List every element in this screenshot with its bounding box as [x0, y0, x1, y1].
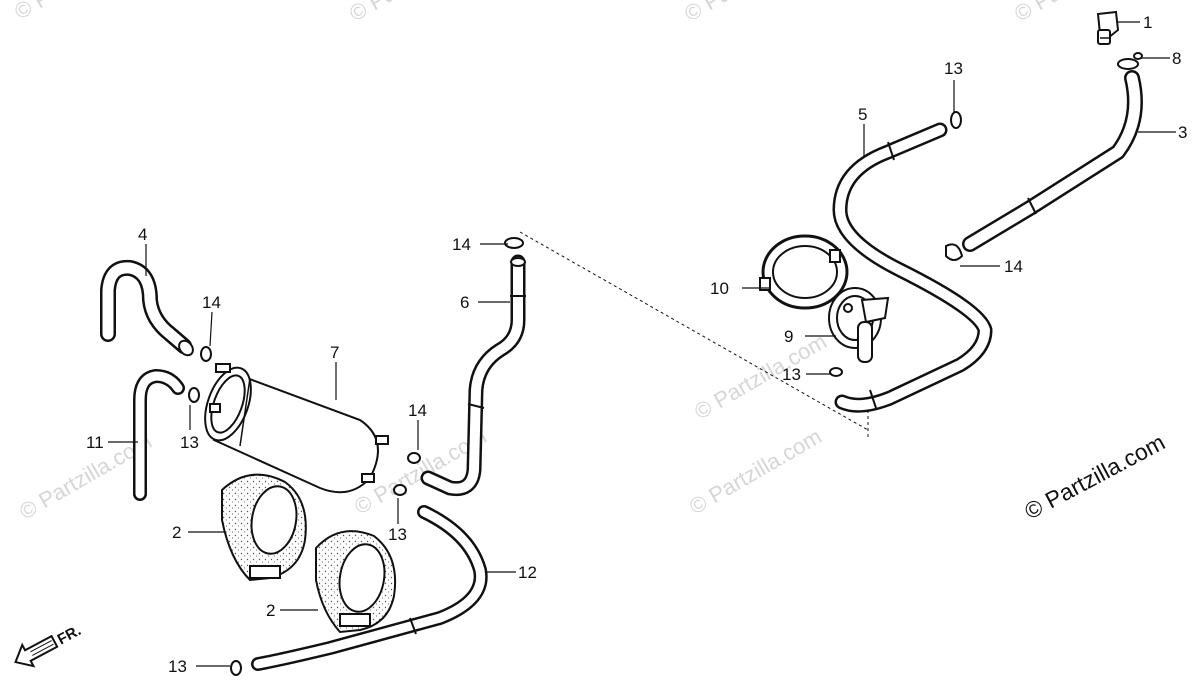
callout-14: 14	[452, 235, 471, 254]
callout-12: 12	[518, 563, 537, 582]
filter-canister-part-7	[204, 363, 389, 494]
callout-13: 13	[168, 657, 187, 676]
hose-part-4	[100, 259, 194, 357]
clip-part-14	[200, 346, 212, 362]
front-direction-indicator: FR.	[14, 622, 84, 668]
fitting-part-1	[1096, 10, 1120, 45]
clip-part-13	[829, 111, 962, 377]
callout-14: 14	[1004, 257, 1023, 276]
callout-13: 13	[388, 525, 407, 544]
callout-11: 11	[86, 433, 104, 452]
mounting-band-part-2	[315, 530, 397, 634]
callout-13: 13	[782, 365, 801, 384]
hose-part-6	[420, 254, 526, 497]
hose-part-5	[832, 122, 993, 413]
callout-2: 2	[266, 601, 275, 620]
guide-line	[519, 231, 869, 431]
callout-4: 4	[138, 225, 147, 244]
watermark-text: © Partzilla.com	[345, 0, 486, 26]
hose-part-11	[133, 369, 185, 501]
clip-part-14	[504, 237, 524, 249]
callout-13: 13	[944, 59, 963, 78]
clip-part-13	[393, 484, 407, 496]
clip-part-8	[1117, 52, 1143, 70]
watermark-text: © Partzilla.com	[685, 424, 826, 520]
callout-3: 3	[1178, 123, 1187, 142]
copyright-text: © Partzilla.com	[1020, 429, 1169, 525]
mounting-band-part-2	[221, 473, 307, 582]
callout-10: 10	[710, 279, 729, 298]
valve-part-9	[828, 287, 890, 363]
callout-6: 6	[460, 293, 469, 312]
direction-label: FR.	[55, 622, 84, 648]
callout-14: 14	[202, 293, 221, 312]
callout-1: 1	[1143, 13, 1152, 32]
leader-lines	[108, 21, 1176, 667]
clip-part-14	[945, 243, 964, 261]
watermark-text: © Partzilla.com	[690, 329, 831, 425]
watermark-text: © Partzilla.com	[10, 0, 151, 24]
arrow-left-icon	[14, 634, 59, 668]
clip-part-14	[407, 452, 421, 464]
callout-7: 7	[330, 343, 339, 362]
callout-14: 14	[408, 401, 427, 420]
hose-part-12	[251, 505, 488, 671]
clip-part-13	[188, 387, 200, 403]
clip-part-13	[230, 660, 242, 676]
clamp-ring-part-10	[759, 234, 849, 310]
watermark-text: © Partzilla.com	[680, 0, 821, 26]
callout-labels: 1 8 3 13 5 14 10 9 13 14 6 4 14 7 14 13 …	[86, 13, 1187, 676]
callout-2: 2	[172, 523, 181, 542]
hose-part-3	[962, 70, 1143, 252]
callout-9: 9	[784, 327, 793, 346]
callout-5: 5	[858, 105, 867, 124]
callout-8: 8	[1172, 49, 1181, 68]
callout-13: 13	[180, 433, 199, 452]
